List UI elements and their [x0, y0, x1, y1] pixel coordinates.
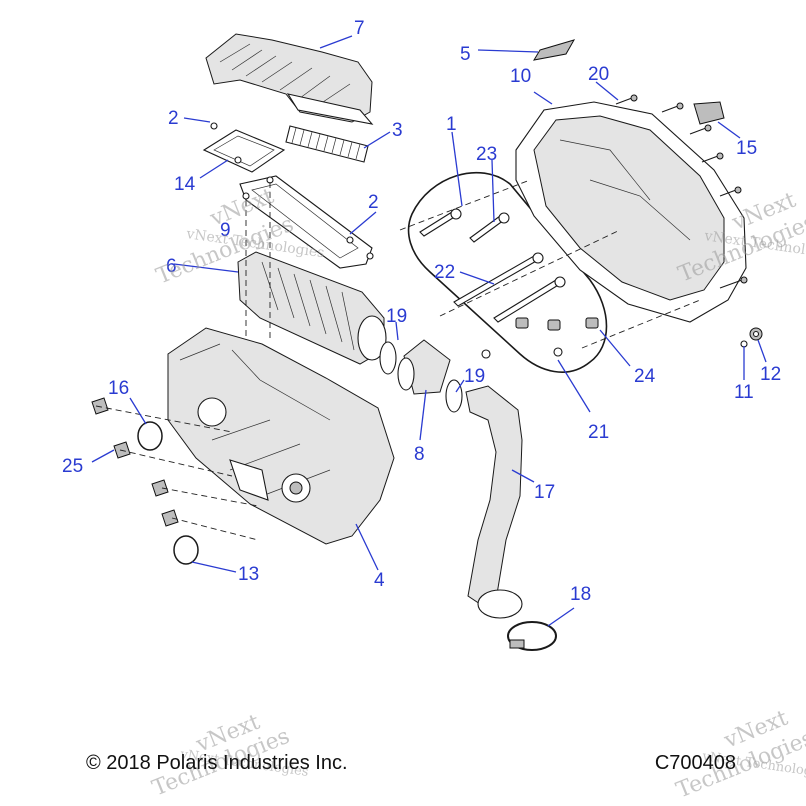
callout-2: 2 — [168, 108, 179, 129]
callouts: 1 2 2 3 4 5 6 7 8 9 10 11 12 13 14 15 16… — [62, 18, 781, 605]
callout-6: 6 — [166, 256, 177, 277]
part-14-plate — [202, 129, 286, 173]
callout-16: 16 — [108, 378, 129, 399]
part-16-oring — [137, 421, 163, 451]
callout-24: 24 — [634, 366, 656, 387]
callout-3: 3 — [392, 120, 403, 141]
part-8-coupler — [397, 339, 451, 395]
callout-5: 5 — [460, 44, 471, 65]
callout-23: 23 — [476, 144, 497, 165]
diagram-id: C700408 — [654, 752, 736, 774]
part-9-gasket-frame — [210, 122, 374, 269]
part-17-elbow-duct — [465, 385, 523, 619]
callout-13: 13 — [238, 564, 259, 585]
callout-18: 18 — [570, 584, 591, 605]
callout-4: 4 — [374, 570, 385, 591]
part-15-label — [693, 101, 725, 125]
part-5-label — [532, 39, 576, 61]
bolts-22-23 — [419, 208, 566, 323]
cover-screws-20 — [615, 94, 748, 289]
part-19-clamp-upper — [379, 341, 397, 375]
part-18-clamp — [507, 621, 557, 651]
callout-10: 10 — [510, 66, 531, 87]
callout-7: 7 — [354, 18, 365, 39]
part-25-plugs — [91, 397, 179, 527]
callout-8: 8 — [414, 444, 425, 465]
part-4-inner-housing — [167, 327, 395, 545]
callout-20: 20 — [588, 64, 609, 85]
callout-12: 12 — [760, 364, 781, 385]
part-1-cover-gasket — [407, 171, 608, 373]
part-13-oring — [173, 535, 199, 565]
callout-19: 19 — [386, 306, 407, 327]
callout-2: 2 — [368, 192, 379, 213]
alignment-lines — [95, 179, 701, 541]
copyright-text: © 2018 Polaris Industries Inc. — [86, 752, 348, 774]
callout-11: 11 — [734, 382, 754, 403]
callout-9: 9 — [220, 220, 231, 241]
leader-lines — [91, 35, 767, 627]
part-19-clamp-lower — [445, 379, 463, 413]
callout-17: 17 — [534, 482, 555, 503]
callout-15: 15 — [736, 138, 757, 159]
callout-1: 1 — [446, 114, 457, 135]
callout-19: 19 — [464, 366, 485, 387]
short-bolts — [481, 317, 599, 359]
part-10-outer-cover — [515, 101, 747, 323]
part-3-filter — [285, 125, 369, 163]
callout-14: 14 — [174, 174, 196, 195]
callout-25: 25 — [62, 456, 83, 477]
callout-21: 21 — [588, 422, 609, 443]
callout-22: 22 — [434, 262, 455, 283]
part-7-intake-duct — [205, 33, 374, 125]
